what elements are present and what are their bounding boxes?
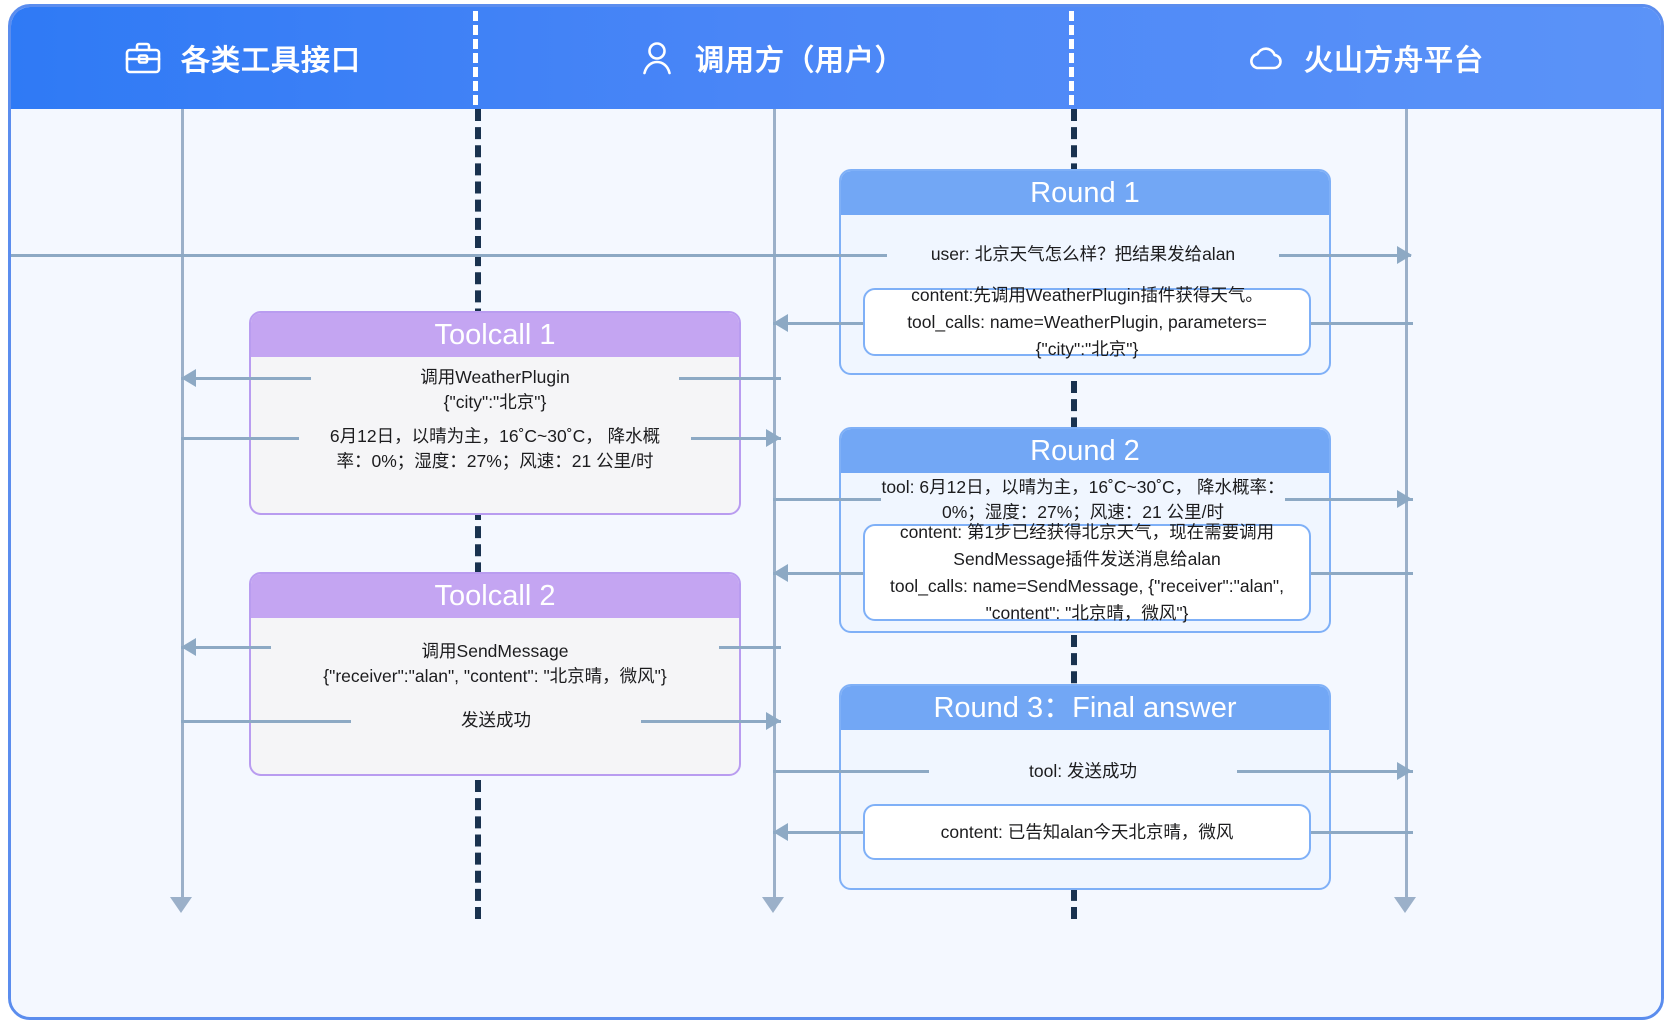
actor-user: 调用方（用户）	[473, 7, 1069, 109]
actor-tools-label: 各类工具接口	[180, 45, 361, 77]
arrowhead-user-2	[766, 429, 781, 447]
header-divider-1	[473, 11, 478, 105]
actor-user-label: 调用方（用户）	[694, 45, 905, 77]
user-icon	[637, 38, 677, 78]
diagram-body: Round 1 user: 北京天气怎么样？把结果发给alan content:…	[11, 109, 1661, 1014]
actor-platform-label: 火山方舟平台	[1303, 45, 1484, 77]
group-round-3-title: Round 3：Final answer	[841, 686, 1329, 730]
lifeline-platform-arrow	[1394, 897, 1416, 913]
arrowhead-user-5	[773, 823, 788, 841]
arrowhead-user-4	[766, 712, 781, 730]
message-weather-response: 6月12日，以晴为主，16˚C~30˚C， 降水概 率：0%；湿度：27%；风速…	[299, 424, 691, 474]
note-assistant-toolcall-1: content:先调用WeatherPlugin插件获得天气。 tool_cal…	[863, 285, 1311, 359]
lifeline-tools	[181, 109, 184, 901]
header-divider-2	[1069, 11, 1074, 105]
message-user-request: user: 北京天气怎么样？把结果发给alan	[887, 242, 1279, 267]
lifeline-user	[773, 109, 776, 901]
message-tool-weather-result: tool: 6月12日，以晴为主，16˚C~30˚C， 降水概率：0%；湿度：2…	[881, 475, 1285, 525]
group-toolcall-1-title: Toolcall 1	[251, 313, 739, 357]
arrowhead-platform-3	[1397, 762, 1412, 780]
group-round-1-title: Round 1	[841, 171, 1329, 215]
actor-platform: 火山方舟平台	[1069, 7, 1661, 109]
arrowhead-platform-1	[1397, 246, 1412, 264]
arrowhead-user-1	[773, 314, 788, 332]
group-round-2-title: Round 2	[841, 429, 1329, 473]
actor-tools: 各类工具接口	[11, 7, 473, 109]
arrow-user-to-platform-1	[11, 254, 1411, 257]
group-toolcall-2-title: Toolcall 2	[251, 574, 739, 618]
note-assistant-toolcall-2: content: 第1步已经获得北京天气，现在需要调用 SendMessage插…	[863, 522, 1311, 623]
message-tool-send-result: tool: 发送成功	[929, 759, 1237, 784]
message-invoke-weatherplugin: 调用WeatherPlugin {"city":"北京"}	[311, 365, 679, 415]
diagram-frame: 各类工具接口 调用方（用户） 火山方舟平台	[8, 4, 1664, 1020]
arrowhead-tools-1	[181, 369, 196, 387]
note-assistant-final: content: 已告知alan今天北京晴，微风	[863, 804, 1311, 860]
message-send-response: 发送成功	[351, 708, 641, 733]
arrowhead-tools-2	[181, 638, 196, 656]
actor-header-bar: 各类工具接口 调用方（用户） 火山方舟平台	[11, 7, 1661, 109]
lifeline-tools-arrow	[170, 897, 192, 913]
message-invoke-sendmessage: 调用SendMessage {"receiver":"alan", "conte…	[271, 639, 719, 689]
cloud-icon	[1246, 38, 1286, 78]
toolbox-icon	[123, 38, 163, 78]
arrowhead-user-3	[773, 564, 788, 582]
lifeline-user-arrow	[762, 897, 784, 913]
arrowhead-platform-2	[1397, 490, 1412, 508]
